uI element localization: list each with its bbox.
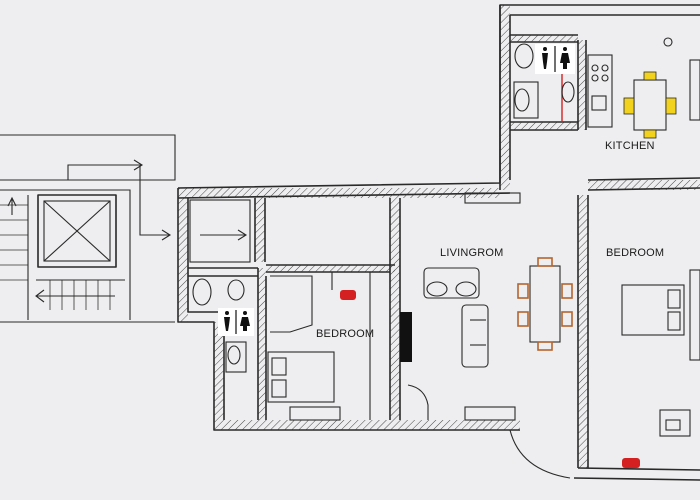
door-icon	[509, 429, 571, 479]
bed-icon	[621, 284, 685, 336]
kitchen: KITCHEN	[587, 37, 677, 152]
stair-icon	[0, 195, 125, 320]
toilet-sign-icon	[218, 308, 254, 336]
bedroom-middle: BEDROOM	[267, 290, 374, 403]
dining-table-icon	[517, 257, 573, 351]
sofa-icon	[423, 267, 480, 299]
chair-icon	[517, 311, 529, 327]
apartment-walls	[177, 4, 700, 481]
chair-icon	[623, 97, 635, 115]
bedroom-middle-label: BEDROOM	[316, 328, 374, 340]
toilet-sign-icon	[535, 44, 575, 74]
bathroom-top	[513, 43, 575, 119]
sofa-icon	[461, 304, 489, 368]
dining-table-icon	[623, 71, 677, 139]
bedroom-right: BEDROOM	[606, 247, 691, 468]
chair-icon	[561, 283, 573, 299]
chair-icon	[643, 129, 657, 139]
fireplace-icon	[400, 312, 412, 362]
chair-icon	[665, 97, 677, 115]
interior-walls	[188, 34, 700, 479]
elevator-icon	[37, 194, 117, 268]
bathroom-left	[192, 278, 254, 373]
chair-icon	[537, 257, 553, 267]
bedroom-right-label: BEDROOM	[606, 247, 664, 259]
arrow-icon	[67, 159, 172, 241]
living-room: LIVINGROM	[400, 247, 573, 368]
livingroom-label: LIVINGROM	[440, 247, 504, 259]
chair-icon	[517, 283, 529, 299]
bed-icon	[267, 351, 335, 403]
kitchen-label: KITCHEN	[605, 140, 655, 152]
chair-icon	[643, 71, 657, 81]
chair-icon	[537, 341, 553, 351]
stairwell	[0, 134, 176, 323]
chair-icon	[561, 311, 573, 327]
